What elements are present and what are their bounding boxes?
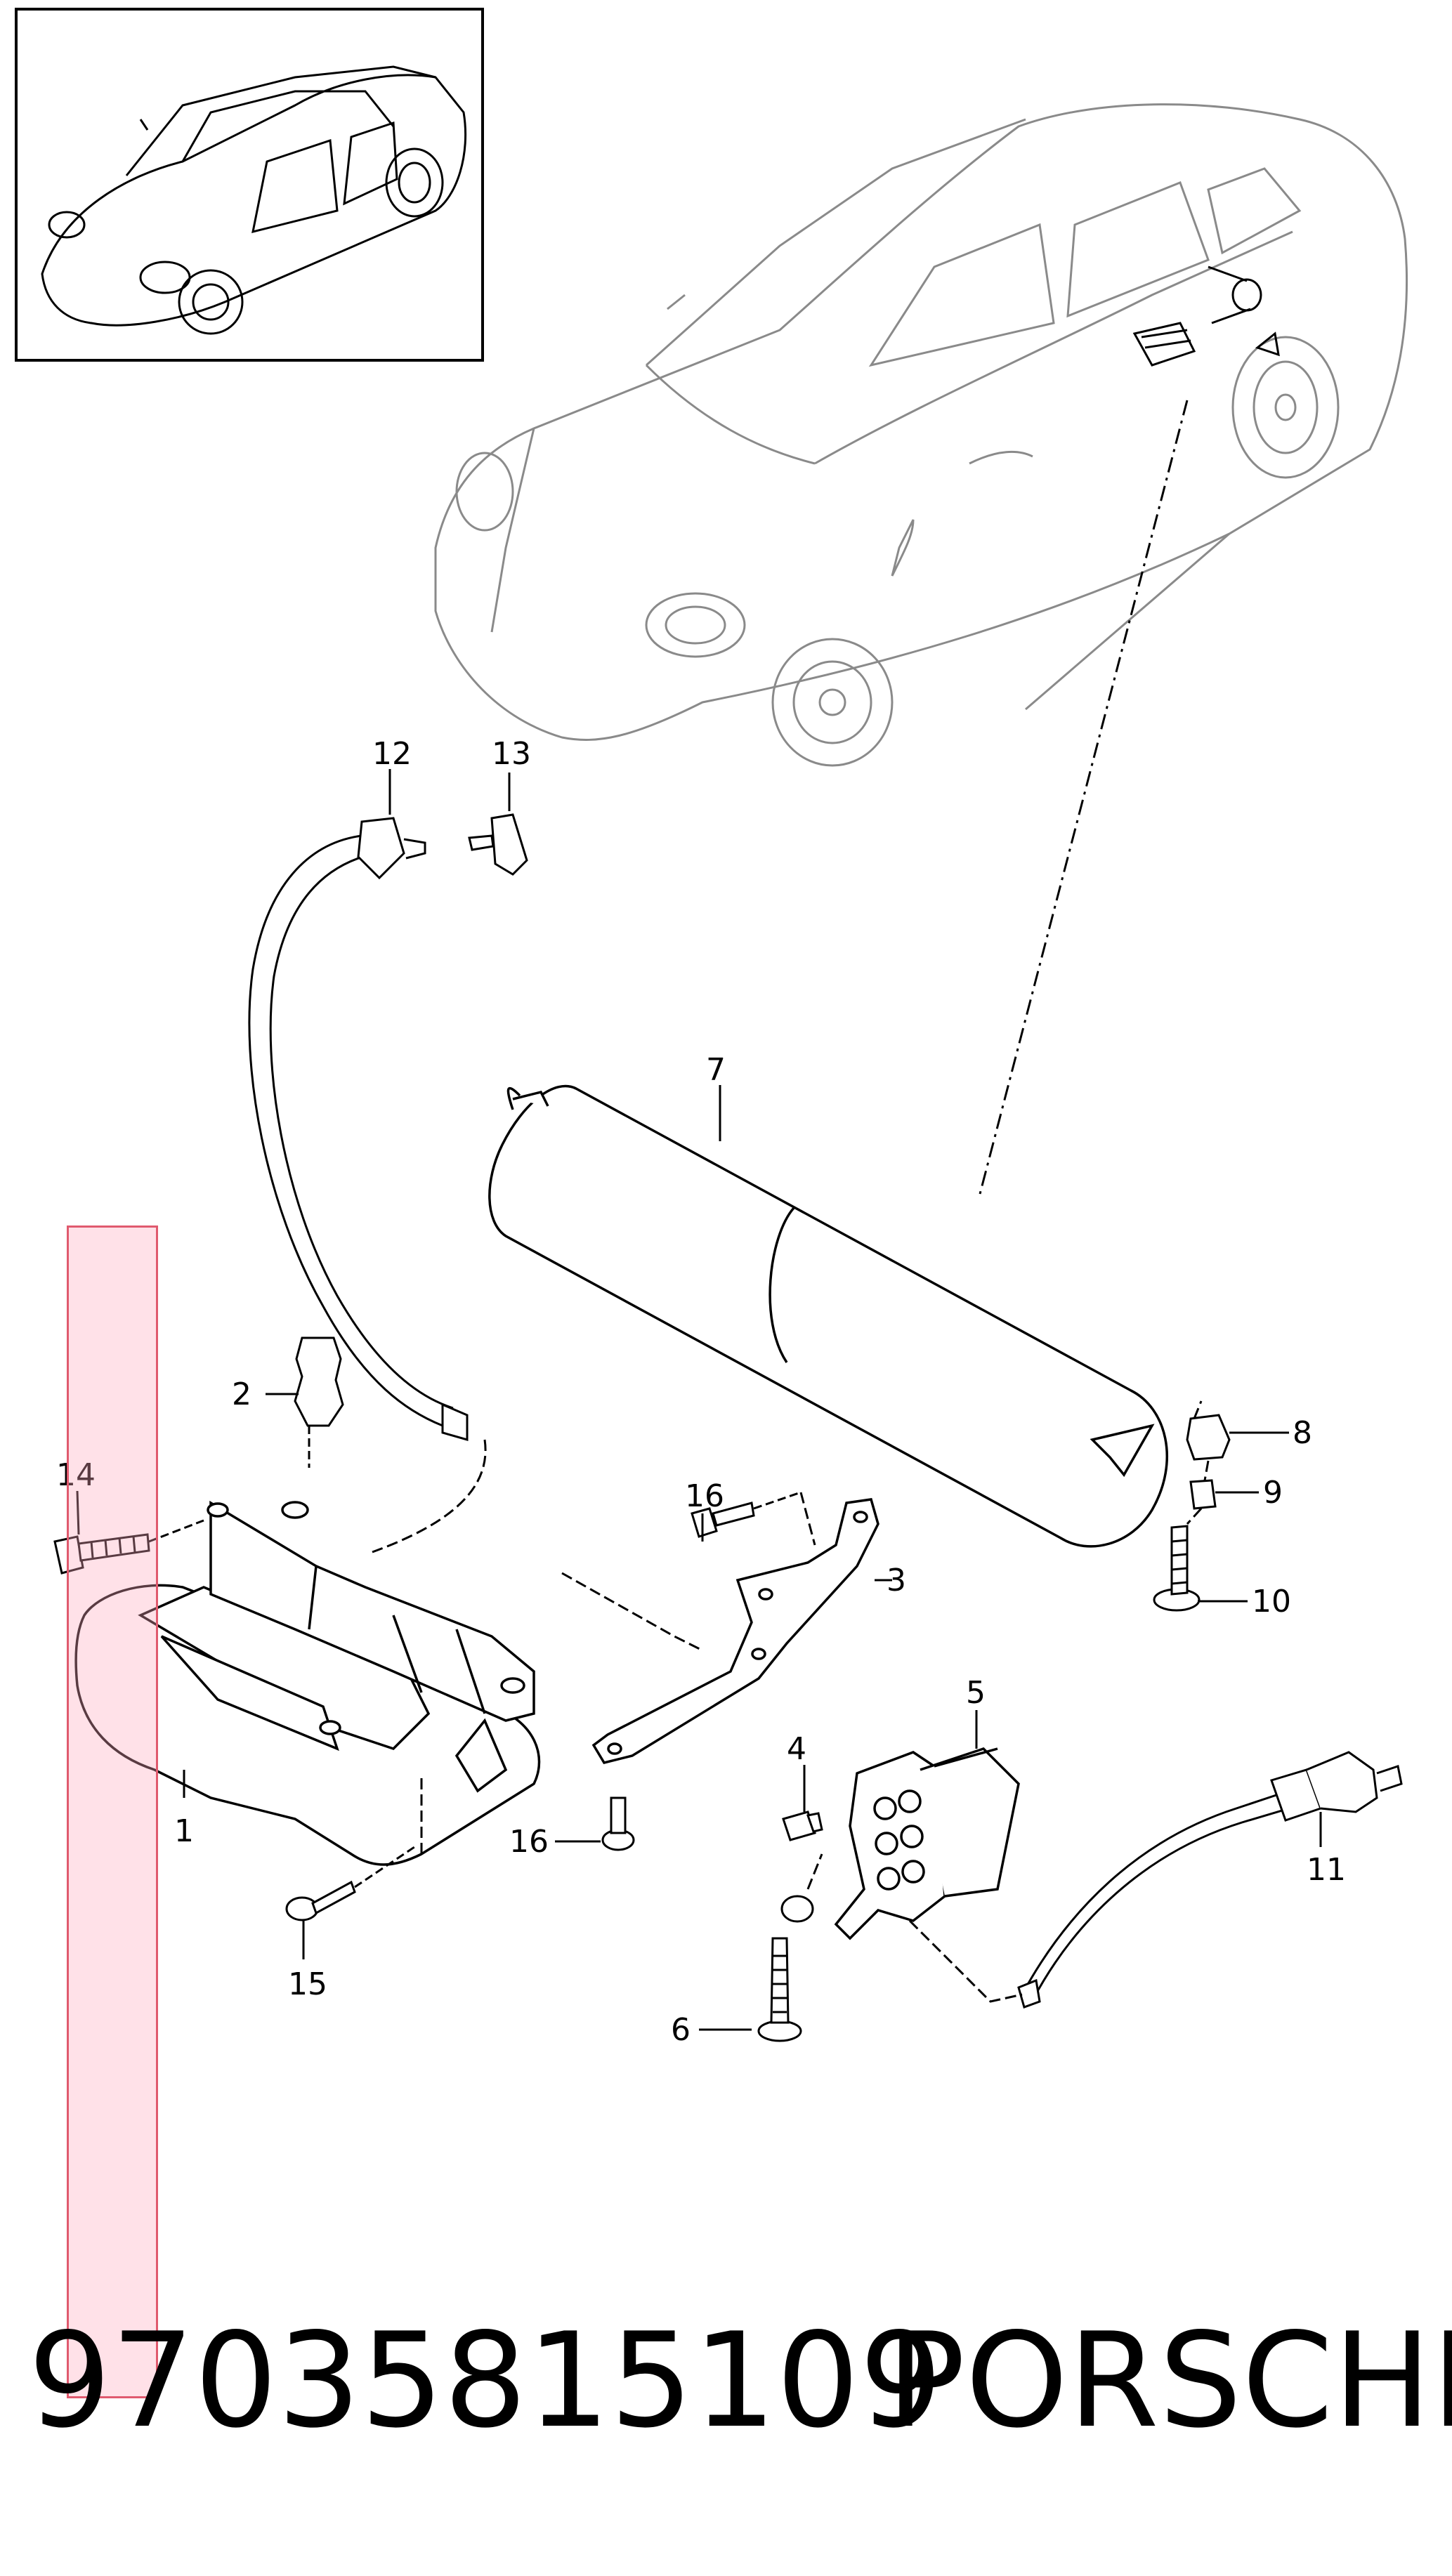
callout-2: 2	[232, 1376, 251, 1412]
callout-16-upper: 16	[685, 1478, 724, 1514]
bolt-part-6	[757, 1895, 814, 2042]
bushing-part-8	[1186, 1414, 1231, 1461]
callout-8: 8	[1293, 1415, 1312, 1451]
callout-14: 14	[56, 1457, 96, 1493]
brand-caption: PORSCHE	[887, 2304, 1452, 2457]
valve-part-2	[294, 1336, 344, 1468]
callout-11: 11	[1307, 1852, 1346, 1888]
bolt-part-16-upper	[691, 1491, 802, 1538]
callout-labels: 1 2 3 4 5 6 7 8 9 10 11 12 13 14 15 16 1…	[56, 736, 1346, 2048]
hose-part-12	[248, 817, 469, 1441]
screw-part-15	[285, 1846, 415, 1921]
callout-7: 7	[706, 1052, 726, 1088]
spacer-part-9	[1189, 1479, 1217, 1510]
bracket-part-3	[591, 1498, 879, 1765]
callout-5: 5	[966, 1675, 986, 1711]
vehicle-thumbnail-inset	[15, 8, 484, 362]
callout-6: 6	[671, 2012, 691, 2048]
plug-part-4	[782, 1811, 823, 1841]
callout-9: 9	[1263, 1475, 1283, 1511]
callout-13: 13	[492, 736, 531, 772]
clip-part-13	[468, 813, 528, 876]
callout-3: 3	[887, 1563, 906, 1598]
hose-part-11	[1017, 1751, 1403, 2009]
valve-block-part-5	[834, 1747, 1020, 1940]
screw-part-16-lower	[601, 1796, 635, 1851]
callout-1: 1	[174, 1813, 194, 1849]
part-number-caption: 97035815109	[28, 2304, 943, 2457]
callout-4: 4	[787, 1731, 806, 1767]
installed-components	[1132, 265, 1280, 367]
highlight-overlay	[67, 1225, 158, 2398]
leader-vehicle-to-canister	[979, 400, 1189, 1195]
bracket-assembly-part-1	[74, 1500, 541, 1866]
callout-15: 15	[288, 1966, 327, 2002]
callout-10: 10	[1252, 1584, 1291, 1619]
assembly-dashed-lines	[372, 1400, 1210, 2003]
bolt-part-10	[1153, 1525, 1201, 1612]
callout-leaders	[76, 769, 1322, 2031]
callout-12: 12	[372, 736, 412, 772]
vehicle-outline	[434, 103, 1408, 767]
canister-part-7	[488, 1084, 1168, 1548]
callout-16-lower: 16	[509, 1824, 549, 1860]
bolt-part-14	[53, 1519, 204, 1575]
